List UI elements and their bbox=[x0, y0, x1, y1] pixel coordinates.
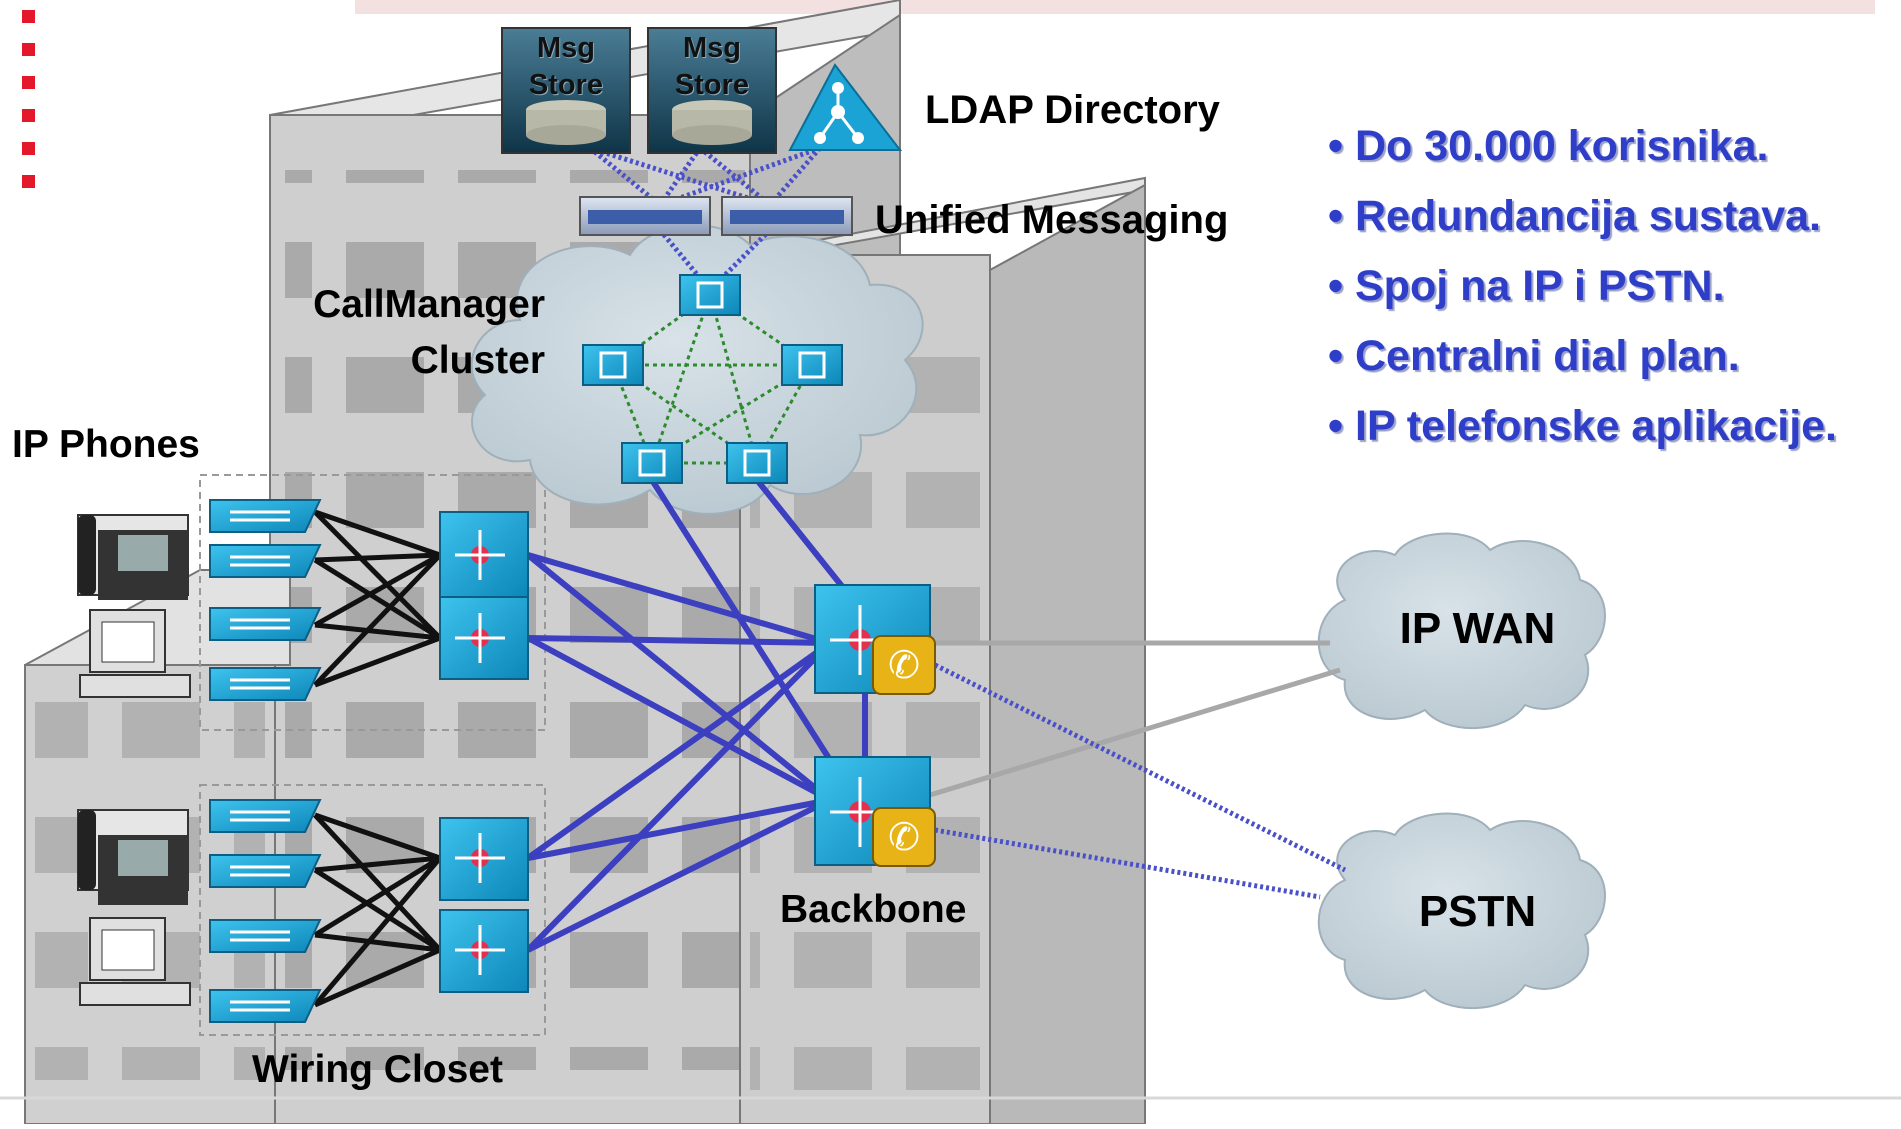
feature-bullet-list: • Do 30.000 korisnika. • Redundancija su… bbox=[1328, 120, 1837, 470]
msg-store-1-label: Msg Store bbox=[506, 30, 626, 104]
msg-store-2 bbox=[647, 27, 777, 154]
bullet-item: • Centralni dial plan. bbox=[1328, 332, 1740, 380]
wiring-closet-bottom-box bbox=[199, 784, 546, 1036]
pc-top bbox=[79, 609, 191, 698]
pc-bottom bbox=[79, 917, 191, 1006]
callmanager-label-line1: CallManager bbox=[313, 283, 545, 326]
msg-store-1 bbox=[501, 27, 631, 154]
unified-messaging-label: Unified Messaging bbox=[875, 198, 1229, 242]
msg-store-1-line1: Msg bbox=[537, 32, 595, 64]
ip-phones-top bbox=[77, 514, 189, 600]
pstn-cloud bbox=[1317, 812, 1606, 1010]
unified-messaging-server-2 bbox=[721, 196, 853, 236]
bullet-item: • Do 30.000 korisnika. bbox=[1328, 122, 1769, 170]
backbone-links bbox=[525, 478, 868, 953]
ip-phones-bottom bbox=[77, 809, 189, 905]
bullet-item: • Redundancija sustava. bbox=[1328, 192, 1821, 240]
callmanager-node-glyphs bbox=[599, 281, 826, 477]
msg-store-1-line2: Store bbox=[528, 69, 604, 101]
ip-wan-label: IP WAN bbox=[1399, 604, 1556, 653]
decor-squares bbox=[22, 10, 35, 188]
access-links bbox=[313, 509, 442, 1008]
ip-wan-cloud bbox=[1317, 532, 1606, 730]
wan-links bbox=[929, 640, 1341, 798]
voice-gateway-icons bbox=[872, 635, 936, 867]
msg-store-2-line2: Store bbox=[674, 69, 750, 101]
access-switches bbox=[209, 499, 322, 1023]
wiring-closet-label: Wiring Closet bbox=[252, 1048, 503, 1091]
callmanager-label-line2: Cluster bbox=[410, 339, 545, 382]
ip-phones-label: IP Phones bbox=[12, 423, 200, 466]
pstn-links bbox=[933, 662, 1347, 900]
msg-store-2-label: Msg Store bbox=[652, 30, 772, 104]
wiring-closet-top-box bbox=[199, 474, 546, 731]
bullet-item: • IP telefonske aplikacije. bbox=[1328, 402, 1838, 450]
header-strip bbox=[355, 0, 1875, 14]
ldap-directory-icon bbox=[788, 63, 903, 151]
unified-messaging-server-1 bbox=[579, 196, 711, 236]
backbone-switches: ✆✆ bbox=[814, 584, 936, 867]
ldap-directory-label: LDAP Directory bbox=[925, 88, 1220, 132]
distribution-switches bbox=[439, 511, 529, 993]
bullet-item: • Spoj na IP i PSTN. bbox=[1328, 262, 1725, 310]
svg-text:✆: ✆ bbox=[888, 815, 920, 859]
svg-text:✆: ✆ bbox=[888, 643, 920, 687]
storage-links bbox=[588, 145, 822, 292]
pstn-label: PSTN bbox=[1418, 887, 1537, 936]
msg-store-2-line1: Msg bbox=[683, 32, 741, 64]
callmanager-cluster-label: CallManager Cluster bbox=[280, 277, 545, 389]
backbone-label: Backbone bbox=[780, 888, 967, 931]
